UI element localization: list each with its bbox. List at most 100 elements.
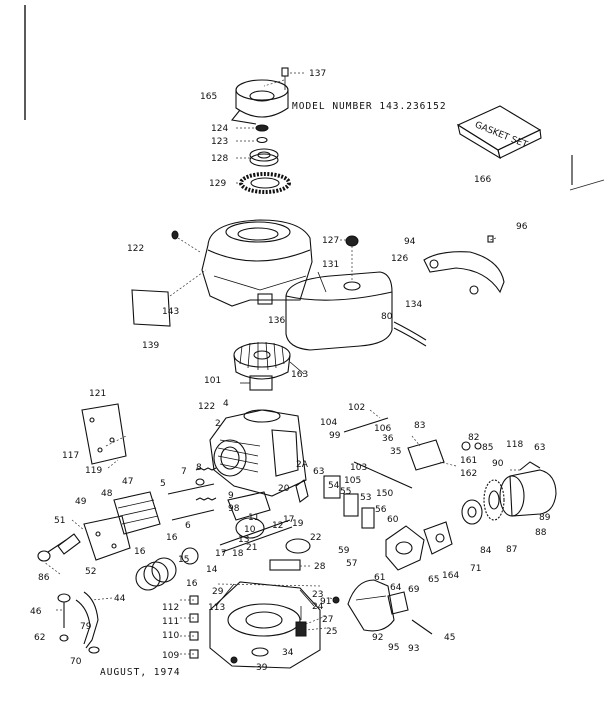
label-36: 36	[382, 434, 394, 444]
label-63-right: 63	[534, 443, 545, 453]
label-105: 105	[344, 476, 361, 486]
label-104: 104	[320, 418, 337, 428]
label-129: 129	[209, 179, 226, 189]
label-63-mid: 63	[313, 467, 324, 477]
label-16-low: 16	[186, 579, 198, 589]
label-119: 119	[85, 466, 102, 476]
starter-bracket-83-drawing	[407, 439, 482, 471]
label-46: 46	[30, 607, 42, 617]
label-55: 55	[340, 487, 351, 497]
bolt-122-drawing	[171, 230, 201, 253]
part-labels: 137 16 5 12 4 123 128 129 166 9 6 122 127 9…	[30, 69, 551, 673]
muffler-48-drawing	[113, 491, 161, 535]
washer-124-123-drawing	[255, 124, 269, 144]
label-163: 163	[291, 370, 308, 380]
control-bracket-121-drawing	[81, 403, 127, 465]
label-121: 121	[89, 389, 106, 399]
label-54: 54	[328, 481, 340, 491]
label-10: 10	[244, 525, 256, 535]
throttle-link-150-drawing	[343, 417, 413, 489]
valve-parts-drawing	[167, 467, 217, 521]
rewind-starter-165-drawing	[230, 79, 289, 125]
label-60: 60	[387, 515, 399, 525]
label-53: 53	[360, 493, 371, 503]
label-62: 62	[34, 633, 45, 643]
label-117: 117	[62, 451, 79, 461]
label-90: 90	[492, 459, 504, 469]
shaft-28-drawing	[269, 559, 301, 571]
crankcase-sump-drawing	[209, 581, 321, 669]
label-123: 123	[211, 137, 228, 147]
label-122-top: 122	[127, 244, 144, 254]
label-109: 109	[162, 651, 179, 661]
label-21: 21	[246, 543, 257, 553]
label-15: 15	[178, 555, 189, 565]
label-16-mid: 16	[134, 547, 146, 557]
label-24: 24	[312, 602, 324, 612]
label-69: 69	[408, 585, 420, 595]
gasket-set-label: GASKET SET	[473, 120, 529, 150]
label-134: 134	[405, 300, 422, 310]
label-127: 127	[322, 236, 339, 246]
label-128: 128	[211, 154, 228, 164]
label-88: 88	[535, 528, 547, 538]
label-162: 162	[460, 469, 477, 479]
label-136: 136	[268, 316, 285, 326]
label-4: 4	[223, 399, 229, 409]
label-150: 150	[376, 489, 393, 499]
label-29: 29	[212, 587, 224, 597]
label-91: 91	[320, 597, 331, 607]
flywheel-drawing	[233, 341, 305, 380]
label-161: 161	[460, 456, 477, 466]
label-61: 61	[374, 573, 385, 583]
leader-lines	[43, 79, 520, 655]
piston-rings-drawing	[135, 547, 199, 591]
label-112: 112	[162, 603, 179, 613]
label-84: 84	[480, 546, 492, 556]
label-106: 106	[374, 424, 391, 434]
label-131: 131	[322, 260, 339, 270]
label-12: 12	[272, 521, 283, 531]
label-87: 87	[506, 545, 517, 555]
label-139: 139	[142, 341, 159, 351]
label-13: 13	[238, 535, 249, 545]
label-111: 111	[162, 617, 179, 627]
label-103: 103	[350, 463, 367, 473]
label-44: 44	[114, 594, 126, 604]
pulley-128-drawing	[249, 148, 279, 167]
label-27: 27	[322, 615, 333, 625]
screen-ring-129-drawing	[239, 172, 291, 194]
label-101: 101	[204, 376, 221, 386]
label-2A: 2A	[296, 460, 309, 470]
starter-motor-drawing	[461, 461, 557, 525]
label-137: 137	[309, 69, 326, 79]
label-64: 64	[390, 583, 402, 593]
carburetor-drawing	[323, 475, 453, 571]
label-71: 71	[470, 564, 481, 574]
crankshaft-drawing	[219, 479, 311, 554]
screw-137-drawing	[281, 67, 306, 90]
label-166: 166	[474, 175, 491, 185]
bracket-49-drawing	[83, 515, 131, 561]
blower-housing-drawing	[201, 219, 313, 307]
label-45: 45	[444, 633, 455, 643]
label-34: 34	[282, 648, 294, 658]
label-98: 98	[228, 504, 240, 514]
label-17-top: 17	[283, 515, 294, 525]
small-hardware-drawing	[332, 591, 433, 635]
label-65: 65	[428, 575, 439, 585]
date-caption: AUGUST, 1974	[100, 667, 181, 678]
label-25: 25	[326, 627, 337, 637]
label-9: 9	[228, 491, 234, 501]
label-5: 5	[160, 479, 166, 489]
label-18: 18	[232, 549, 244, 559]
label-92: 92	[372, 633, 383, 643]
label-89: 89	[539, 513, 551, 523]
label-28: 28	[314, 562, 326, 572]
label-6: 6	[185, 521, 191, 531]
label-11: 11	[248, 513, 259, 523]
label-80: 80	[381, 312, 393, 322]
label-23: 23	[312, 590, 323, 600]
label-19: 19	[292, 519, 304, 529]
